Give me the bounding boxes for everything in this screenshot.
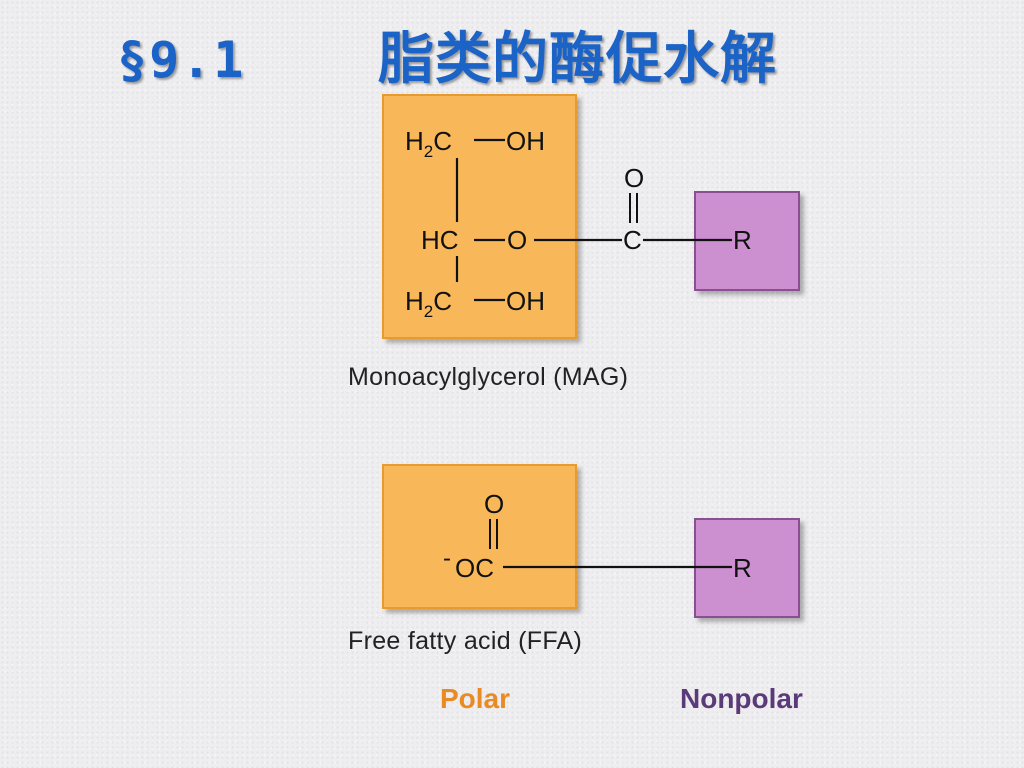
ffa-carboxylate: OC — [455, 553, 494, 583]
mag-r-label: R — [733, 225, 752, 255]
mag-h2c-bottom: H2C — [405, 286, 452, 321]
ffa-carbonyl-o: O — [484, 489, 504, 519]
ffa-polar-box — [382, 464, 577, 609]
legend-nonpolar: Nonpolar — [680, 683, 803, 714]
section-number: §9.1 — [117, 31, 246, 89]
legend-polar: Polar — [440, 683, 511, 714]
ffa-r-label: R — [733, 553, 752, 583]
slide-heading: 脂类的酶促水解 — [378, 27, 777, 92]
ffa-structure: O - OC R — [382, 464, 800, 618]
mag-ester-o: O — [507, 225, 527, 255]
mag-structure: H2C OH HC O C R O H2C OH — [382, 94, 800, 339]
mag-hc: HC — [421, 225, 459, 255]
mag-carbonyl-c: C — [623, 225, 642, 255]
mag-polar-box — [382, 94, 577, 339]
mag-h2c-top: H2C — [405, 126, 452, 161]
mag-carbonyl-o: O — [624, 163, 644, 193]
slide-title: §9.1 脂类的酶促水解 — [0, 22, 1024, 102]
ffa-minus-sign: - — [443, 545, 451, 572]
mag-oh-bottom: OH — [506, 286, 545, 316]
mag-caption: Monoacylglycerol (MAG) — [348, 363, 629, 391]
mag-oh-top: OH — [506, 126, 545, 156]
ffa-caption: Free fatty acid (FFA) — [348, 627, 583, 655]
